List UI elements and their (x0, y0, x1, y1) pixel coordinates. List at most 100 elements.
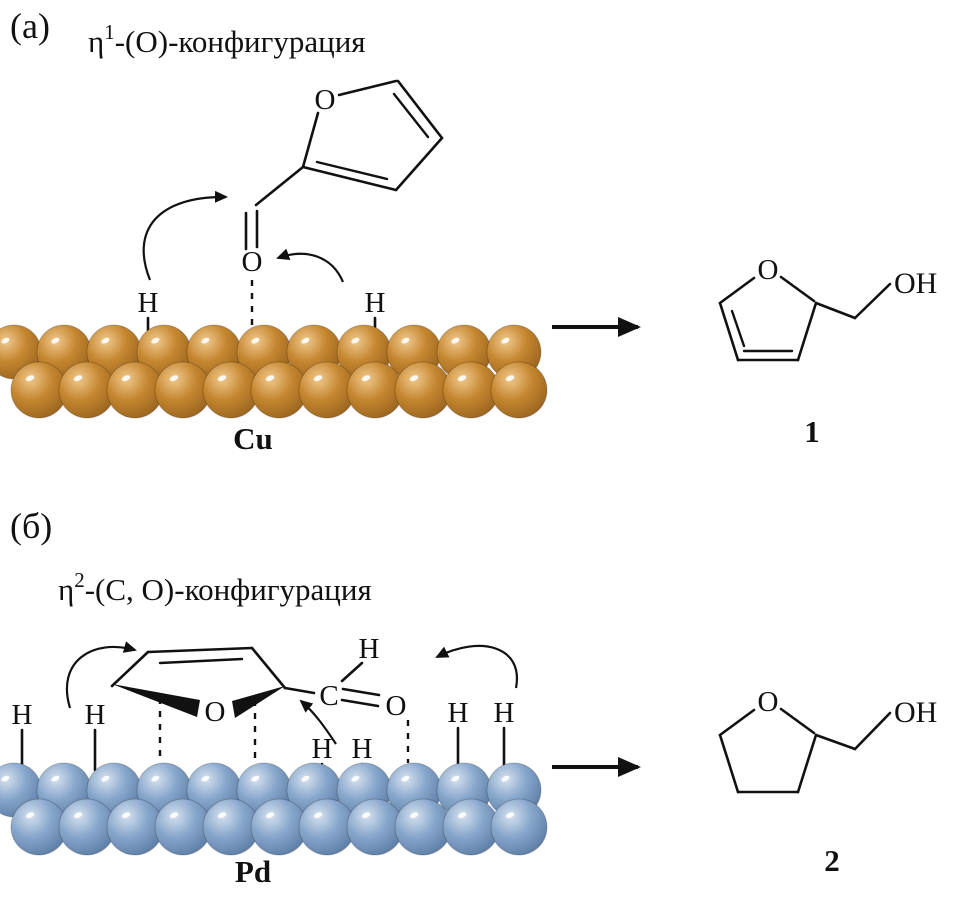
wedge-bond-right (232, 686, 285, 718)
panel-a-title: η1-(O)-конфигурация (88, 20, 366, 59)
aldehyde-oxygen-label: O (386, 690, 407, 722)
curved-arrow-h-to-carbon (299, 699, 337, 745)
sphere-highlight (351, 337, 360, 344)
cu-surface-front-row (10, 361, 548, 419)
sphere-highlight (401, 775, 410, 782)
product-2-oh-label: OH (894, 696, 937, 729)
product-1-ring-oxygen: O (758, 254, 779, 286)
sphere-highlight (201, 337, 210, 344)
sphere-highlight (457, 812, 467, 819)
ring-oxygen-label: O (205, 696, 226, 728)
sphere-highlight (401, 337, 410, 344)
eta-superscript: 1 (104, 20, 115, 44)
h-to-carbon-bond (340, 661, 364, 683)
pd-metal-label: Pd (235, 854, 271, 889)
panel-a-label: (а) (10, 6, 50, 46)
panel-b: (б) η2-(C, O)-конфигурация O C O H (0, 506, 937, 889)
carbonyl-oxygen-label: O (242, 246, 263, 278)
configuration-text: -(O)-конфигурация (115, 24, 366, 59)
curved-arrow-h-to-carbon (142, 190, 228, 281)
curved-arrow-h-to-ring (65, 641, 137, 709)
sphere-highlight (409, 375, 419, 382)
sphere-highlight (73, 375, 83, 382)
sphere-highlight (169, 375, 179, 382)
product-2-ring-bonds (718, 707, 818, 794)
sphere-highlight (265, 375, 275, 382)
panel-a: (а) η1-(O)-конфигурация O O (0, 6, 937, 456)
sphere-highlight (169, 812, 179, 819)
sphere-highlight (101, 337, 110, 344)
sphere-highlight (151, 337, 160, 344)
product-2-ring-oxygen: O (758, 686, 779, 718)
sphere-highlight (217, 375, 227, 382)
product-1-ring-bonds (718, 275, 818, 362)
surface-h-label: H (448, 697, 469, 729)
configuration-text: -(C, O)-конфигурация (85, 572, 372, 607)
sphere-highlight (251, 337, 260, 344)
product-1-number: 1 (804, 414, 820, 449)
surface-h-label: H (312, 733, 333, 765)
flat-furan-ring-bonds (110, 646, 287, 718)
sphere-highlight (457, 375, 467, 382)
sphere-highlight (313, 375, 323, 382)
sphere-highlight (361, 812, 371, 819)
sphere-highlight (265, 812, 275, 819)
cu-metal-label: Cu (233, 421, 273, 456)
ring-to-carbonyl-bond (254, 165, 305, 207)
furfural-on-cu: O O H H (138, 79, 444, 364)
surface-h-label: H (85, 699, 106, 731)
curved-arrow-h-to-aldehyde (435, 644, 519, 689)
surface-h-label: H (494, 697, 515, 729)
sphere-highlight (121, 375, 131, 382)
product-2-number: 2 (824, 843, 840, 878)
product-1-oh-label: OH (894, 267, 937, 300)
metal-atom-sphere (490, 361, 548, 419)
sphere-highlight (201, 775, 210, 782)
curved-arrow-h-to-oxygen (276, 248, 345, 283)
sphere-highlight (1, 775, 10, 782)
pd-surface-front-row (10, 798, 548, 856)
panel-b-label: (б) (10, 506, 52, 546)
sphere-highlight (451, 775, 460, 782)
sphere-highlight (101, 775, 110, 782)
eta-symbol: η (88, 24, 104, 59)
surface-h-label: H (12, 699, 33, 731)
sphere-highlight (451, 337, 460, 344)
sphere-highlight (505, 812, 515, 819)
eta-superscript: 2 (74, 568, 85, 592)
sphere-highlight (51, 337, 60, 344)
panel-b-title: η2-(C, O)-конфигурация (58, 568, 372, 607)
aldehyde-h-label: H (359, 633, 380, 665)
sphere-highlight (25, 812, 35, 819)
sphere-highlight (351, 775, 360, 782)
sphere-highlight (313, 812, 323, 819)
sphere-highlight (217, 812, 227, 819)
sphere-highlight (505, 375, 515, 382)
sphere-highlight (51, 775, 60, 782)
double-bond-inner (730, 309, 746, 348)
aldehyde-carbon-label: C (319, 680, 338, 712)
product-1-ch2oh-chain (814, 282, 892, 320)
sphere-highlight (151, 775, 160, 782)
product-1-furfuryl-alcohol: O OH 1 (718, 254, 937, 449)
sphere-highlight (501, 775, 510, 782)
sphere-highlight (121, 812, 131, 819)
furfural-on-pd: O C O H H H H H (12, 633, 519, 800)
double-bond-inner (158, 657, 244, 665)
aldehyde-double-bond (340, 687, 381, 708)
sphere-highlight (409, 812, 419, 819)
product-2-tetrahydrofurfuryl-alcohol: O OH 2 (718, 686, 937, 878)
surface-h-right-label: H (365, 287, 386, 319)
double-bond-inner (392, 92, 430, 139)
sphere-highlight (501, 337, 510, 344)
product-2-ch2oh-chain (814, 711, 892, 751)
ring-to-cho-bond (283, 686, 316, 695)
sphere-highlight (361, 375, 371, 382)
ring-oxygen-label: O (315, 84, 336, 116)
carbonyl-double-bond (244, 209, 259, 251)
surface-h-label: H (352, 733, 373, 765)
sphere-highlight (25, 375, 35, 382)
sphere-highlight (1, 337, 10, 344)
